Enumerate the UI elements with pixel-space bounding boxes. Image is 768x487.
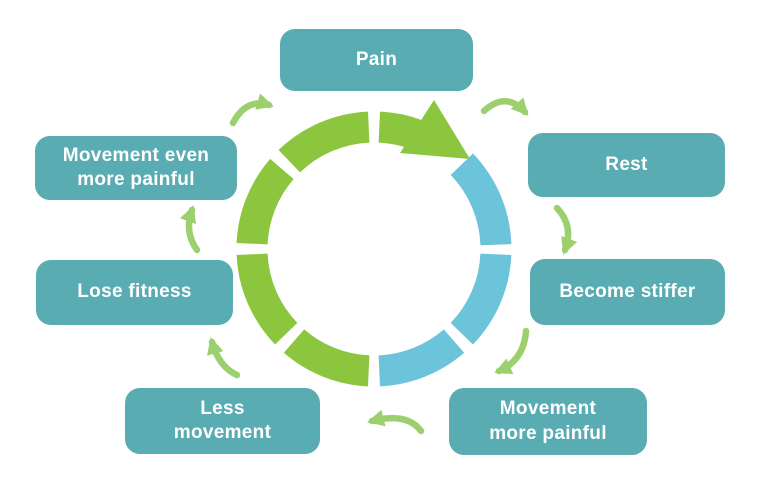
cycle-direction-arrow-head-icon (400, 100, 470, 159)
node-rest-label: Rest (605, 153, 648, 175)
cycle-ring-segment-green (236, 158, 294, 245)
node-less-movement: Less movement (125, 388, 320, 454)
flow-arrow-lose-fitness-to-movement-even-more-painful-icon (179, 205, 201, 254)
node-pain-label: Pain (355, 48, 398, 70)
node-pain: Pain (280, 29, 473, 91)
node-lose-fitness: Lose fitness (36, 260, 233, 325)
node-movement-more-painful: Movement more painful (449, 388, 647, 455)
flow-arrow-movement-more-painful-to-less-movement-icon (367, 409, 425, 435)
cycle-ring-segment-green (236, 253, 298, 345)
flow-arrow-rest-to-become-stiffer-icon (553, 204, 578, 255)
cycle-ring-segment-green (278, 111, 370, 173)
cycle-ring (236, 100, 512, 387)
node-movement-more-painful-label: Movement more painful (489, 398, 607, 444)
node-lose-fitness-label: Lose fitness (77, 281, 192, 303)
node-movement-even-more-painful-label: Movement even more painful (62, 144, 210, 190)
node-rest: Rest (528, 133, 725, 197)
node-become-stiffer: Become stiffer (530, 259, 725, 325)
flow-arrow-become-stiffer-to-movement-more-painful-icon (494, 327, 530, 375)
cycle-ring-segment-blue (378, 329, 465, 387)
cycle-ring-segment-green (283, 329, 370, 387)
cycle-direction-arrow-band (378, 111, 424, 150)
node-less-movement-label: Less movement (173, 397, 272, 443)
flow-arrow-to-pain-icon (229, 93, 274, 127)
cycle-ring-segment-blue (450, 153, 512, 246)
cycle-ring-segment-blue (450, 253, 512, 345)
flow-arrow-pain-to-rest-icon (480, 97, 529, 116)
flow-arrow-less-movement-to-lose-fitness-icon (207, 337, 241, 379)
node-become-stiffer-label: Become stiffer (559, 280, 696, 302)
node-movement-even-more-painful: Movement even more painful (35, 136, 237, 200)
